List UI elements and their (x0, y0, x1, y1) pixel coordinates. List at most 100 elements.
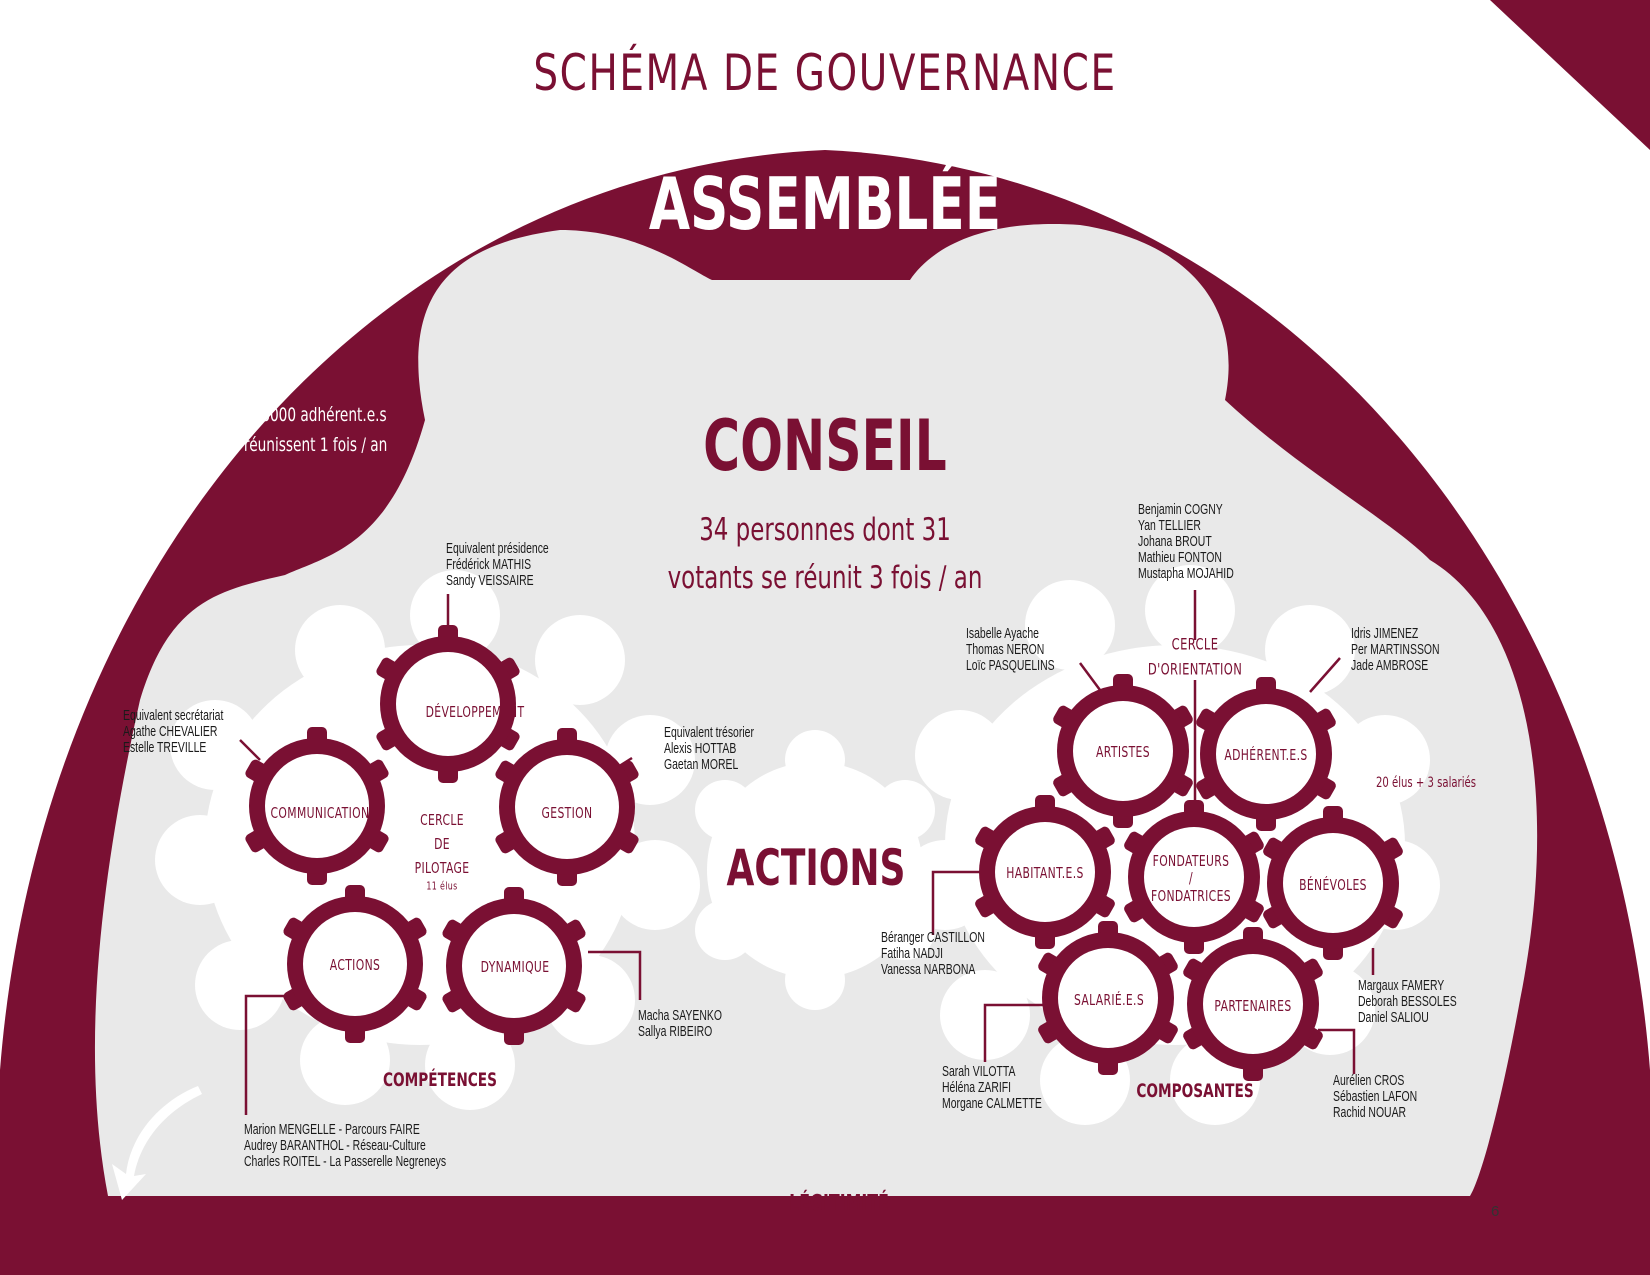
person: Fatiha NADJI (881, 946, 944, 962)
person: Héléna ZARIFI (942, 1080, 1012, 1096)
gear-label-habitants: HABITANT.E.S (1006, 864, 1084, 882)
actions-center-title: ACTIONS (726, 839, 906, 897)
person: Benjamin COGNY (1138, 502, 1223, 518)
conseil-subtitle-line1: 34 personnes dont 31 (699, 512, 951, 548)
gear-hole (515, 755, 619, 859)
person: Equivalent trésorier (664, 725, 754, 741)
gear-hole (265, 754, 369, 858)
gear-label-actions: ACTIONS (329, 956, 381, 974)
person: Morgane CALMETTE (942, 1096, 1042, 1112)
connector-lines (239, 590, 1375, 1115)
page-title: SCHÉMA DE GOUVERNANCE (533, 44, 1117, 102)
person: Gaetan MOREL (664, 757, 739, 773)
conseil-subtitle-line2: votants se réunit 3 fois / an (667, 560, 983, 596)
people-habitants: Béranger CASTILLON Fatiha NADJI Vanessa … (881, 930, 985, 978)
gear-adherents-icon (1196, 677, 1336, 831)
person: Margaux FAMERY (1358, 978, 1445, 994)
person: Yan TELLIER (1138, 518, 1201, 534)
person: Equivalent secrétariat (123, 708, 224, 724)
assemblee-note: + de 6000 adhérent.e.s se réunissent 1 f… (224, 400, 387, 460)
gear-dynamique-icon (442, 887, 586, 1045)
gear-label-gestion: GESTION (541, 804, 593, 822)
person: Estelle TREVILLE (123, 740, 207, 756)
gear-hole (1073, 701, 1173, 801)
gear-label-artistes: ARTISTES (1096, 743, 1150, 761)
gear-label-developpement: DÉVELOPPEMENT (425, 703, 525, 721)
gear-label-dynamique: DYNAMIQUE (480, 958, 550, 976)
page-number: 6 (1491, 1203, 1500, 1220)
people-salaries: Sarah VILOTTA Héléna ZARIFI Morgane CALM… (942, 1064, 1042, 1112)
gear-label-partenaires: PARTENAIRES (1214, 997, 1292, 1015)
gear-hole (1144, 827, 1244, 927)
person: Vanessa NARBONA (881, 962, 976, 978)
gear-hole (1216, 704, 1316, 804)
people-artistes: Isabelle Ayache Thomas NERON Loïc PASQUE… (966, 626, 1055, 674)
person: Sébastien LAFON (1333, 1089, 1418, 1105)
orientation-line2: D'ORIENTATION (1147, 659, 1243, 679)
gear-communication-icon (245, 727, 389, 885)
gear-gestion-icon (495, 728, 639, 886)
conseil-title: CONSEIL (703, 405, 947, 487)
orientation-line1: CERCLE (1171, 634, 1219, 654)
people-communication: Equivalent secrétariat Agathe CHEVALIER … (123, 708, 223, 756)
person: Macha SAYENKO (638, 1008, 722, 1024)
people-adherents: Idris JIMENEZ Per MARTINSSON Jade AMBROS… (1351, 626, 1440, 674)
gear-partenaires-icon (1183, 927, 1323, 1081)
person: Per MARTINSSON (1351, 642, 1440, 658)
person: Jade AMBROSE (1351, 658, 1429, 674)
actions-cloud (695, 730, 935, 1010)
person: Equivalent présidence (446, 541, 549, 557)
gear-artistes-icon (1053, 674, 1193, 828)
gear-label-benevoles: BÉNÉVOLES (1299, 876, 1367, 894)
gear-label-salaries: SALARIÉ.E.S (1073, 991, 1145, 1009)
orientation-count: 20 élus + 3 salariés (1376, 775, 1476, 791)
people-orientation-top: Benjamin COGNY Yan TELLIER Johana BROUT … (1138, 502, 1234, 582)
person: Marion MENGELLE - Parcours FAIRE (244, 1122, 420, 1138)
bottom-band (0, 1253, 1650, 1275)
people-dynamique: Macha SAYENKO Sallya RIBEIRO (638, 1008, 722, 1040)
people-partenaires: Aurélien CROS Sébastien LAFON Rachid NOU… (1333, 1073, 1417, 1121)
assemblee-note-line1: + de 6000 adhérent.e.s (224, 404, 387, 426)
gear-hole (396, 652, 500, 756)
person: Sarah VILOTTA (942, 1064, 1016, 1080)
gear-actions-icon (283, 885, 427, 1043)
person: Isabelle Ayache (966, 626, 1039, 642)
people-benevoles: Margaux FAMERY Deborah BESSOLES Daniel S… (1358, 978, 1457, 1026)
pilotage-line2: DE (434, 835, 450, 853)
person: Idris JIMENEZ (1351, 626, 1419, 642)
assemblee-title: ASSEMBLÉE (648, 162, 1002, 246)
gear-label-fondateurs-2: / (1188, 869, 1194, 887)
person: Charles ROITEL - La Passerelle Negreneys (244, 1154, 447, 1170)
conseil-subtitle: 34 personnes dont 31 votants se réunit 3… (215, 506, 1436, 602)
people-developpement: Equivalent présidence Frédérick MATHIS S… (446, 541, 549, 589)
gear-hole (462, 914, 566, 1018)
person: Audrey BARANTHOL - Réseau-Culture (244, 1138, 426, 1154)
gear-label-fondateurs-1: FONDATEURS (1152, 852, 1230, 870)
person: Frédérick MATHIS (446, 557, 532, 573)
gear-label-adherents: ADHÉRENT.E.S (1224, 746, 1308, 764)
pilotage-count: 11 élus (426, 879, 458, 893)
gear-hole (1203, 954, 1303, 1054)
legitimite-label: LÉGITIMITÉ (789, 1191, 889, 1217)
competences-label: COMPÉTENCES (382, 1069, 498, 1091)
person: Béranger CASTILLON (881, 930, 985, 946)
arrow-icon (112, 1086, 202, 1200)
gear-fondateurs-icon (1124, 800, 1264, 954)
composantes-label: COMPOSANTES (1136, 1080, 1254, 1102)
person: Thomas NERON (966, 642, 1045, 658)
person: Aurélien CROS (1333, 1073, 1405, 1089)
gear-hole (1283, 833, 1383, 933)
person: Mustapha MOJAHID (1138, 566, 1234, 582)
pilotage-line3: PILOTAGE (414, 859, 470, 877)
people-actions: Marion MENGELLE - Parcours FAIRE Audrey … (244, 1122, 446, 1170)
person: Agathe CHEVALIER (123, 724, 218, 740)
person: Alexis HOTTAB (664, 741, 737, 757)
gear-habitants-icon (975, 795, 1115, 949)
gear-hole (995, 822, 1095, 922)
person: Deborah BESSOLES (1358, 994, 1457, 1010)
gear-label-communication: COMMUNICATION (270, 804, 370, 822)
gear-hole (303, 912, 407, 1016)
gear-benevoles-icon (1263, 806, 1403, 960)
